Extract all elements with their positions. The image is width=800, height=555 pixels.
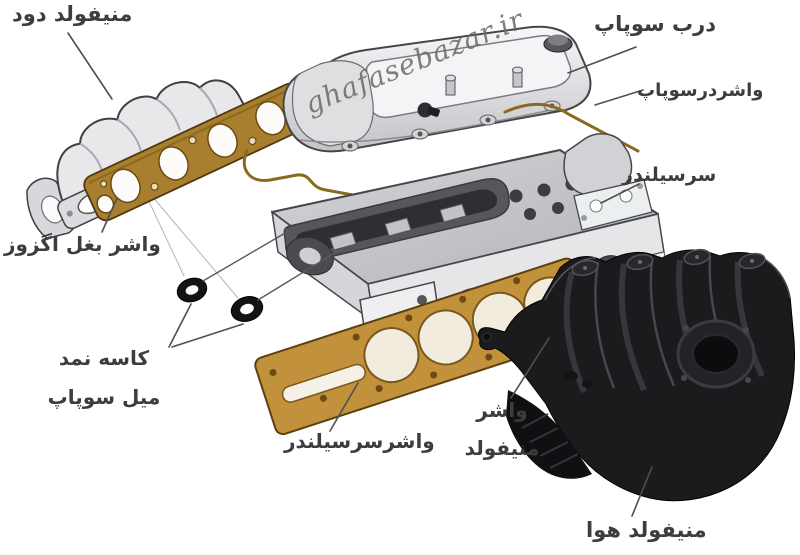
oil-cap <box>543 34 573 53</box>
camshaft-oil-seal-label-line2: میل سوپاپ <box>47 385 161 409</box>
camshaft-oil-seal-label-line1: کاسه نمد <box>58 346 150 370</box>
spark-tube-pegs <box>445 66 523 96</box>
exhaust-manifold-label: منیفولد دود <box>12 2 133 26</box>
head-gasket-label: واشرسرسیلندر <box>284 429 435 453</box>
cylinder-head-label: سرسیلندر <box>622 164 717 186</box>
intake-manifold-label: منیفولد هوا <box>586 518 707 542</box>
valve-cover-part <box>282 25 592 153</box>
manifold-gasket-label-line2: منیفولد <box>464 436 540 460</box>
manifold-gasket-label: واشر منیفولد <box>452 399 552 475</box>
camshaft-oil-seals-part <box>176 277 264 322</box>
cover-sensor <box>417 102 440 118</box>
valve-cover-gasket-label: واشردرسوپاپ <box>637 80 764 101</box>
camshaft-oil-seal-label: کاسه نمد میل سوپاپ <box>28 347 180 425</box>
thermostat-housing <box>563 133 653 231</box>
leader-lines <box>67 32 653 517</box>
exhaust-side-gasket-label: واشر بغل اگزوز <box>4 232 161 256</box>
manifold-gasket-label-line1: واشر <box>476 398 528 422</box>
intake-manifold-part <box>477 248 795 502</box>
valve-cover-label: درب سوپاپ <box>594 12 716 36</box>
